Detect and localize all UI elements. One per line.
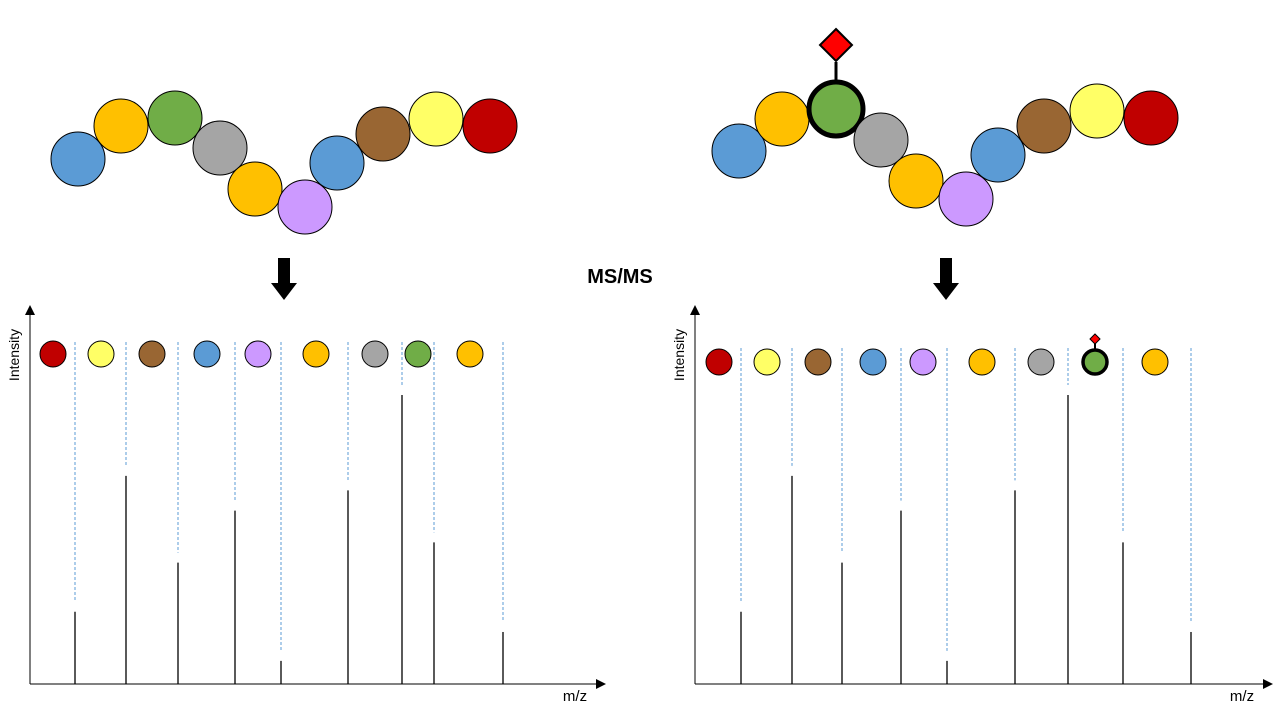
unmodified-peptide bbox=[50, 90, 518, 235]
residue-orange bbox=[754, 91, 810, 147]
fragment-green bbox=[404, 340, 432, 368]
spectrum-modified: Intensity m/z bbox=[671, 305, 1273, 705]
residue-orange bbox=[888, 153, 944, 209]
fragment-blue bbox=[193, 340, 221, 368]
fragment-yellow bbox=[753, 348, 781, 376]
residue-brown bbox=[355, 106, 411, 162]
residue-red bbox=[1123, 90, 1179, 146]
residue-yellow bbox=[1069, 83, 1125, 139]
residue-blue bbox=[309, 135, 365, 191]
residue-blue bbox=[711, 123, 767, 179]
fragment-yellow bbox=[87, 340, 115, 368]
down-arrow-right bbox=[933, 258, 959, 300]
modified-peptide bbox=[711, 27, 1179, 227]
residue-purple bbox=[938, 171, 994, 227]
x-axis-label: m/z bbox=[1230, 688, 1254, 705]
fragment-orange bbox=[968, 348, 996, 376]
fragment-red bbox=[705, 348, 733, 376]
fragment-brown bbox=[804, 348, 832, 376]
residue-gray bbox=[853, 112, 909, 168]
fragment-red bbox=[39, 340, 67, 368]
residue-gray bbox=[192, 120, 248, 176]
fragment-blue bbox=[859, 348, 887, 376]
spectrum-unmodified: Intensity m/z bbox=[6, 305, 606, 705]
residue-purple bbox=[277, 179, 333, 235]
residue-brown bbox=[1016, 98, 1072, 154]
ms-ms-title: MS/MS bbox=[587, 266, 653, 288]
fragment-orange bbox=[1141, 348, 1169, 376]
residue-blue bbox=[970, 127, 1026, 183]
fragment-mod-diamond bbox=[1089, 333, 1101, 345]
fragment-purple bbox=[909, 348, 937, 376]
fragment-orange bbox=[302, 340, 330, 368]
fragment-modified-green bbox=[1081, 348, 1109, 376]
residue-orange bbox=[227, 161, 283, 217]
down-arrow-left bbox=[271, 258, 297, 300]
y-axis-label: Intensity bbox=[6, 329, 22, 381]
residue-orange bbox=[93, 98, 149, 154]
fragment-gray bbox=[361, 340, 389, 368]
fragment-purple bbox=[244, 340, 272, 368]
fragment-orange bbox=[456, 340, 484, 368]
x-axis-label: m/z bbox=[563, 688, 587, 705]
residue-blue bbox=[50, 131, 106, 187]
residue-green bbox=[147, 90, 203, 146]
residue-yellow bbox=[408, 91, 464, 147]
modification-diamond bbox=[818, 27, 854, 63]
fragment-brown bbox=[138, 340, 166, 368]
residue-red bbox=[462, 98, 518, 154]
fragment-gray bbox=[1027, 348, 1055, 376]
y-axis-label: Intensity bbox=[671, 329, 687, 381]
residue-modified-green bbox=[806, 79, 866, 139]
